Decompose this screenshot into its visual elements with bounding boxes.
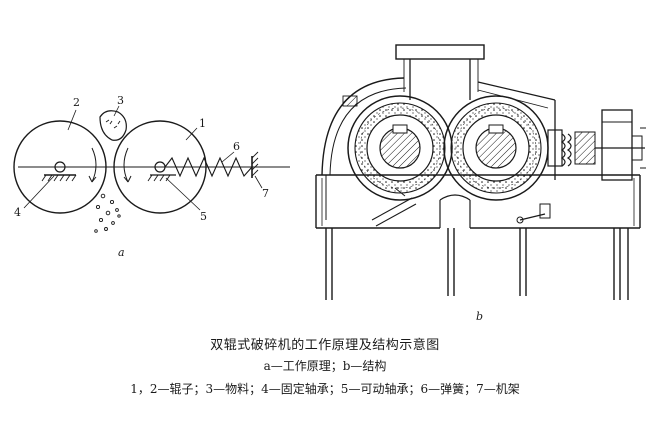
feed-hopper (395, 44, 485, 100)
caption-title: 双辊式破碎机的工作原理及结构示意图 (210, 338, 440, 353)
panel-a-leader-lines (23, 105, 263, 211)
roller-2-shaft (54, 161, 66, 173)
frame-legs (325, 228, 629, 300)
callout-3: 3 (117, 94, 124, 107)
callout-6: 6 (233, 140, 240, 153)
callout-7: 7 (262, 187, 269, 200)
roller-left-assembly (347, 95, 453, 201)
caption-legend: 1，2—辊子；3—物料；4—固定轴承；5—可动轴承；6—弹簧；7—机架 (130, 382, 520, 396)
panel-a-label: a (118, 246, 125, 259)
fixed-bearing-4 (41, 174, 77, 182)
discharge-chute (371, 187, 417, 227)
caption-subtitle: a—工作原理；b—结构 (263, 359, 387, 373)
callout-4: 4 (14, 206, 21, 219)
panel-b-structure: b (315, 44, 646, 323)
upper-housing (321, 77, 556, 180)
roller-1-right (113, 120, 207, 214)
material-3 (99, 110, 127, 141)
roller-right-assembly (443, 95, 549, 201)
panel-b-label: b (476, 310, 483, 323)
movable-bearing-5 (147, 174, 176, 182)
adjust-bracket (516, 203, 551, 224)
crushed-particles (94, 193, 121, 233)
frame-7 (251, 151, 259, 178)
roller-2-left (13, 120, 107, 214)
spring-mechanism (547, 109, 646, 181)
spring-6 (164, 156, 253, 178)
callout-5: 5 (200, 210, 207, 223)
panel-a-working-principle: 2 3 1 4 5 6 7 a (13, 94, 290, 259)
rotation-arrow-right (123, 147, 129, 183)
machine-frame (315, 174, 641, 229)
rotation-arrow-left (91, 147, 97, 183)
callout-2: 2 (73, 96, 80, 109)
callout-1: 1 (199, 117, 206, 130)
